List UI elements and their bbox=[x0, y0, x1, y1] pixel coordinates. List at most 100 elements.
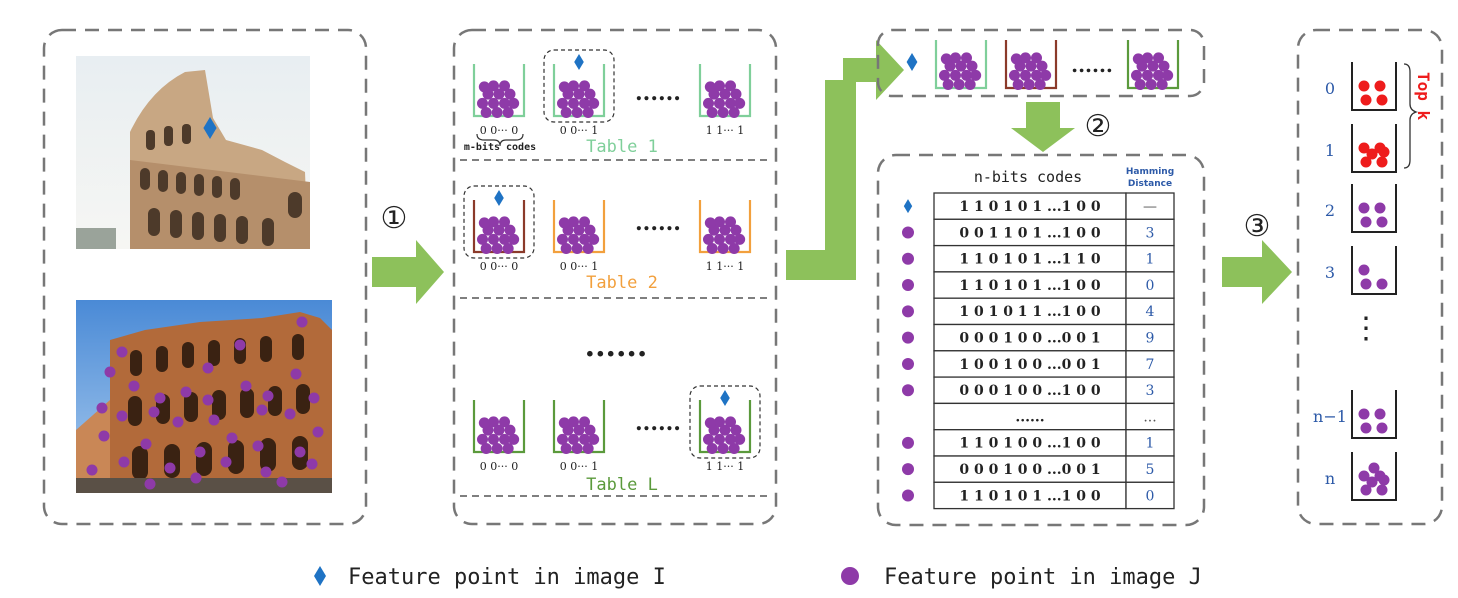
rank-label: 3 bbox=[1325, 263, 1335, 282]
distance-cell bbox=[1125, 481, 1175, 510]
feature-point-j bbox=[118, 456, 130, 468]
code-table-row: 1 0 0 1 0 0 ...0 0 1 7 bbox=[902, 350, 1175, 378]
binary-code: 1 1 0 1 0 1 ...1 0 0 bbox=[959, 488, 1101, 504]
distance-header: Distance bbox=[1128, 179, 1172, 189]
feature-point-j bbox=[557, 97, 568, 109]
distance-cell bbox=[1125, 192, 1175, 220]
feature-point-j bbox=[1010, 53, 1022, 65]
candidate-buckets bbox=[906, 40, 1180, 90]
feature-point-j bbox=[1368, 462, 1380, 474]
feature-point-j bbox=[86, 464, 98, 476]
image-j bbox=[76, 300, 332, 493]
feature-point-j bbox=[734, 97, 746, 109]
feature-point-j bbox=[725, 97, 736, 109]
feature-point-j bbox=[717, 107, 729, 118]
feature-point-j bbox=[493, 88, 505, 100]
feature-point-j bbox=[703, 97, 714, 109]
feature-point-j bbox=[478, 417, 490, 429]
feature-point-j bbox=[488, 80, 499, 92]
arrow-to-candidates bbox=[786, 40, 904, 280]
bucket-code: 0 0··· 0 bbox=[480, 460, 518, 473]
feature-point-j bbox=[964, 79, 976, 90]
feature-diamond-icon bbox=[494, 190, 504, 206]
feature-point-j bbox=[488, 97, 499, 109]
bucket bbox=[552, 400, 606, 454]
feature-point-j bbox=[1378, 474, 1390, 486]
distance-cell bbox=[1125, 323, 1175, 352]
feature-point-j bbox=[116, 410, 128, 422]
step-2-label: ② bbox=[1085, 109, 1112, 144]
feature-point-j bbox=[1012, 79, 1024, 90]
feature-point-j bbox=[1358, 470, 1370, 482]
feature-diamond-icon bbox=[203, 117, 217, 139]
feature-point-j bbox=[488, 233, 499, 245]
feature-point-j bbox=[588, 433, 600, 445]
feature-point-j bbox=[950, 52, 961, 64]
feature-point-j bbox=[1040, 69, 1052, 81]
feature-point-j bbox=[1366, 476, 1378, 488]
query-bucket-highlight bbox=[463, 185, 535, 259]
bucket bbox=[472, 200, 526, 254]
feature-point-j bbox=[579, 233, 590, 245]
feature-point-j bbox=[730, 424, 742, 436]
feature-point-j bbox=[1009, 69, 1020, 81]
distance-cell bbox=[1125, 376, 1175, 405]
feature-point-j bbox=[306, 458, 318, 470]
feature-point-j bbox=[902, 305, 914, 318]
table-1-name: Table 1 bbox=[586, 137, 658, 157]
feature-point-j bbox=[488, 216, 499, 228]
feature-point-j bbox=[480, 243, 492, 254]
feature-point-j bbox=[902, 226, 914, 239]
feature-point-j bbox=[579, 433, 590, 445]
feature-point-j bbox=[290, 368, 302, 380]
distance-cell bbox=[1125, 271, 1175, 299]
bucket bbox=[934, 40, 988, 90]
feature-point-j bbox=[706, 107, 718, 118]
bucket-outline bbox=[1351, 452, 1397, 501]
feature-point-j bbox=[1360, 484, 1372, 496]
feature-point-j bbox=[902, 463, 914, 476]
bucket bbox=[472, 400, 526, 454]
feature-point-j bbox=[719, 224, 731, 236]
binary-code: 0 0 0 1 0 0 ...1 0 0 bbox=[959, 383, 1101, 399]
feature-point-j bbox=[704, 81, 716, 93]
feature-point-j bbox=[480, 443, 492, 454]
code-table-row: ......... bbox=[933, 402, 1175, 431]
code-cell bbox=[933, 455, 1127, 483]
bucket bbox=[472, 64, 526, 118]
code-cell bbox=[933, 323, 1127, 352]
bucket bbox=[698, 200, 752, 254]
arrow-step-2 bbox=[1011, 102, 1075, 152]
top-k-match-point bbox=[1358, 80, 1370, 92]
feature-point-j bbox=[730, 224, 742, 236]
binary-code: ...... bbox=[1015, 409, 1044, 425]
binary-code: 1 0 0 1 0 0 ...0 0 1 bbox=[959, 357, 1100, 373]
feature-point-j bbox=[504, 424, 516, 436]
ranking-vertical-ellipsis: ⋮ bbox=[1351, 311, 1381, 346]
feature-point-j bbox=[579, 97, 590, 109]
feature-point-j bbox=[1374, 408, 1386, 420]
feature-point-j bbox=[730, 88, 742, 100]
feature-point-j bbox=[573, 224, 585, 236]
feature-point-j bbox=[312, 426, 324, 438]
distance-cell bbox=[1125, 455, 1175, 483]
feature-point-j bbox=[568, 97, 579, 109]
legend-diamond-label: Feature point in image I bbox=[348, 565, 666, 590]
feature-point-j bbox=[502, 243, 514, 254]
top-k-match-point bbox=[1358, 142, 1370, 154]
feature-point-j bbox=[568, 216, 579, 228]
feature-point-j bbox=[560, 243, 572, 254]
bucket-outline bbox=[1351, 124, 1397, 173]
hamming-distance: 7 bbox=[1146, 357, 1155, 373]
legend-circle-label: Feature point in image J bbox=[884, 565, 1202, 590]
feature-point-j bbox=[296, 316, 308, 328]
legend-diamond-icon bbox=[314, 566, 326, 586]
binary-code: 1 1 0 1 0 1 ...1 1 0 bbox=[959, 252, 1101, 268]
feature-point-j bbox=[706, 443, 718, 454]
feature-point-j bbox=[477, 233, 488, 245]
feature-point-j bbox=[148, 406, 160, 418]
binary-code: 1 0 1 0 1 1 ...1 0 0 bbox=[959, 304, 1101, 320]
feature-point-j bbox=[560, 107, 572, 118]
